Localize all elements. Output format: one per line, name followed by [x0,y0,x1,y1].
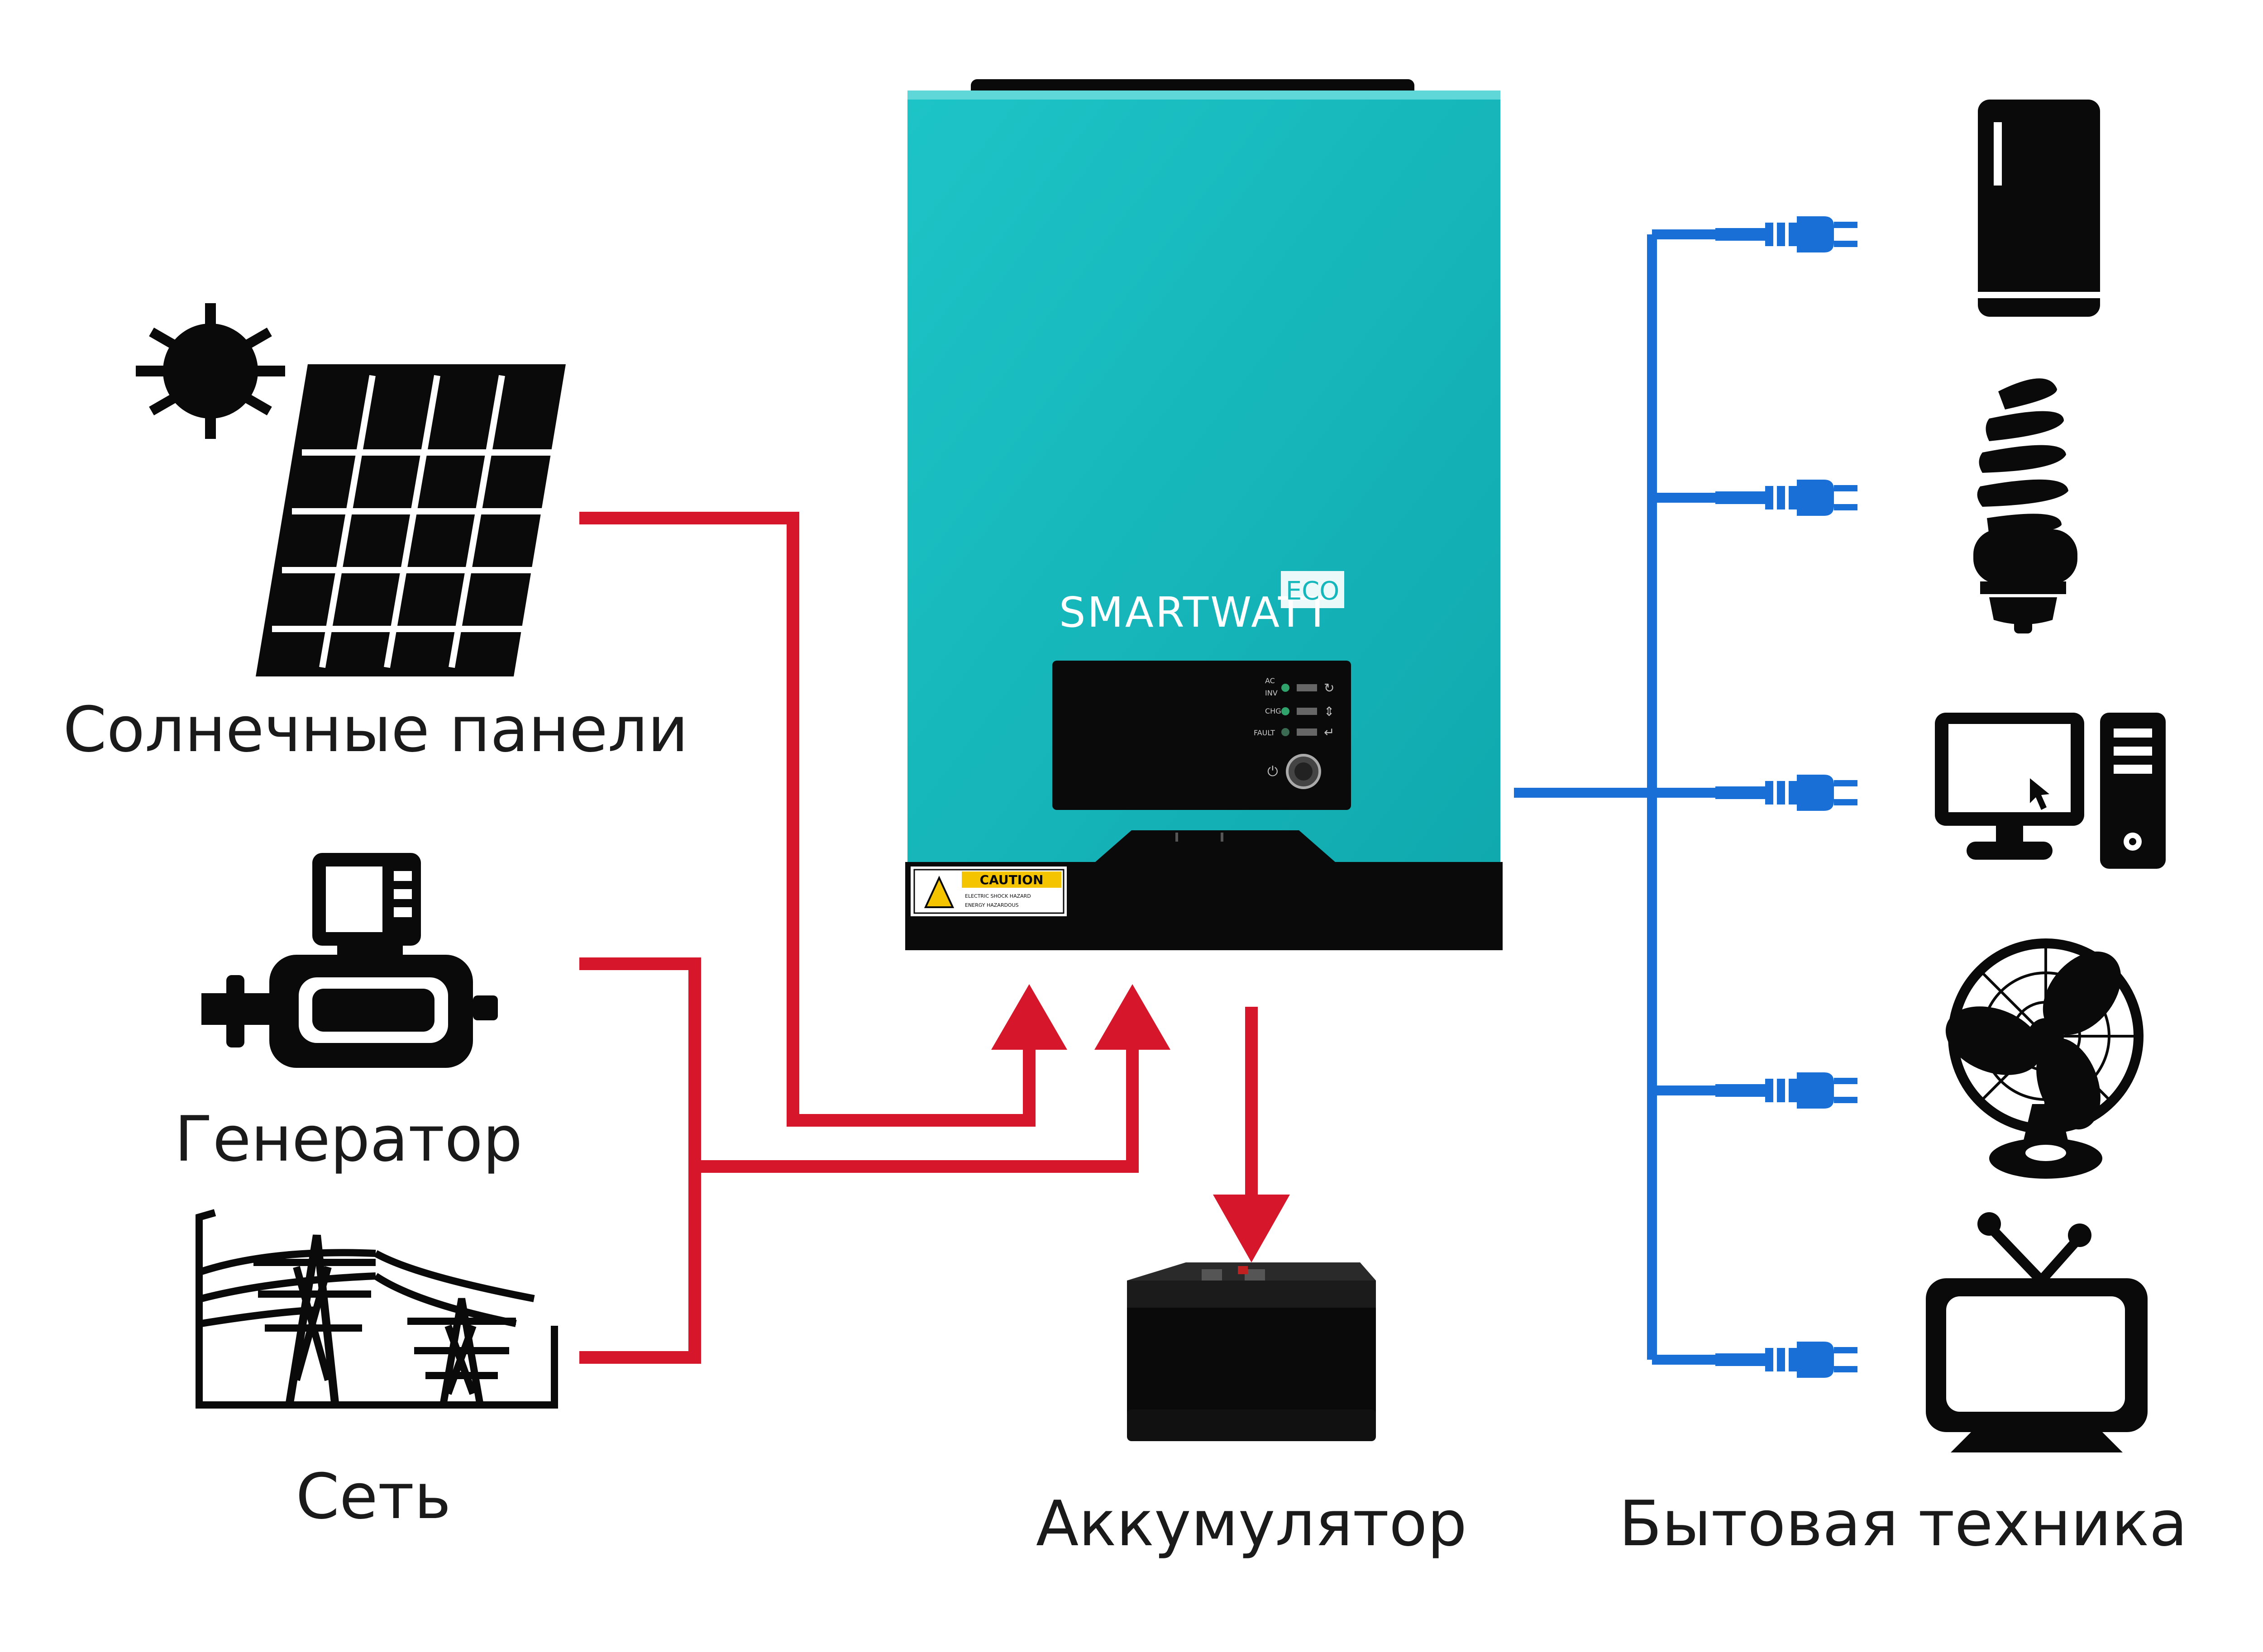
tv-icon [1926,1212,2148,1452]
input-wiring [579,512,1258,1364]
svg-text:ELECTRIC SHOCK HAZARD: ELECTRIC SHOCK HAZARD [965,893,1031,899]
svg-text:↵: ↵ [1324,725,1334,740]
fan-icon [1945,938,2144,1179]
battery-label: Аккумулятор [1036,1487,1467,1560]
cfl-bulb-icon [1973,378,2077,633]
indicator-inv: INV [1265,689,1278,697]
refrigerator-icon [1978,100,2100,317]
svg-text:ENERGY HAZARDOUS: ENERGY HAZARDOUS [965,902,1019,908]
indicator-chg: CHG [1265,707,1281,715]
battery-icon [1127,1262,1376,1441]
generator-input-line [579,957,701,1364]
grid-arrow-head [1094,984,1170,1050]
inverter-unit: SMARTWATT ECO AC INV CHG FAULT ↻ ⇕ ↵ ⏻ [905,79,1503,950]
solar-panel-icon [256,364,566,676]
warning-triangle-icon [924,876,955,908]
svg-text:⇕: ⇕ [1324,704,1334,719]
sun-icon [136,303,285,439]
power-grid-icon [196,1209,558,1409]
eco-badge-text: ECO [1286,576,1340,606]
eco-badge [1281,571,1344,608]
plug-icon [1715,216,1857,1378]
appliances-label: Бытовая техника [1619,1487,2187,1560]
solar-input-line [579,512,1036,1127]
generator-label: Генератор [175,1103,523,1176]
computer-icon [1935,713,2166,869]
battery-arrow-head [1213,1195,1290,1262]
power-symbol-icon: ⏻ [1267,764,1278,780]
grid-label: Сеть [296,1460,451,1533]
solar-arrow-head [991,984,1067,1050]
svg-text:↻: ↻ [1324,681,1334,695]
indicator-panel: AC INV CHG FAULT ↻ ⇕ ↵ [1254,676,1334,740]
output-wiring [1514,229,1715,1365]
indicator-fault: FAULT [1254,728,1275,737]
generator-icon [201,853,498,1068]
display-panel [1052,661,1351,810]
indicator-ac: AC [1265,676,1275,685]
solar-label: Солнечные панели [63,693,688,766]
svg-text:CAUTION: CAUTION [980,872,1044,887]
grid-merge-line [695,1041,1139,1173]
caution-label: CAUTION ELECTRIC SHOCK HAZARD ENERGY HAZ… [911,866,1067,916]
